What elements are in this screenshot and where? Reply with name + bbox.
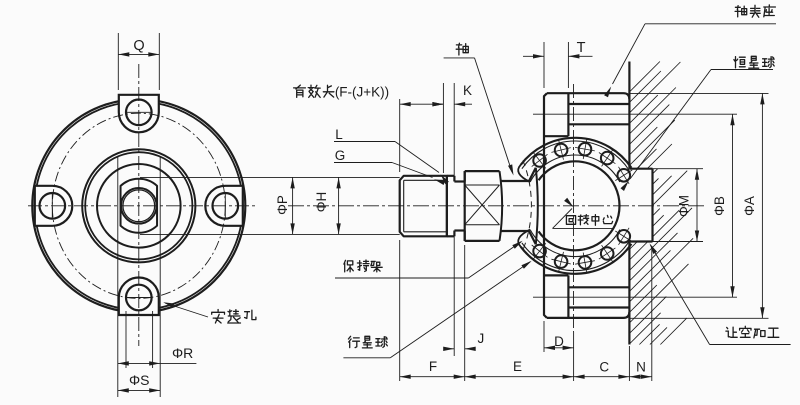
svg-text:ΦS: ΦS: [129, 372, 150, 388]
svg-text:ΦR: ΦR: [172, 345, 193, 361]
svg-text:L: L: [335, 127, 343, 142]
svg-text:E: E: [513, 359, 522, 374]
svg-text:C: C: [599, 360, 609, 375]
svg-text:ΦA: ΦA: [742, 196, 757, 216]
svg-text:ΦM: ΦM: [677, 195, 692, 217]
svg-text:T: T: [577, 40, 586, 56]
svg-text:D: D: [554, 334, 564, 349]
svg-text:ΦB: ΦB: [712, 196, 727, 216]
svg-text:ΦH: ΦH: [314, 192, 329, 213]
svg-text:G: G: [335, 148, 346, 163]
svg-text:N: N: [636, 360, 646, 375]
svg-text:Q: Q: [133, 38, 144, 54]
svg-text:J: J: [478, 331, 485, 346]
svg-text:F: F: [429, 359, 437, 374]
svg-text:ΦP: ΦP: [275, 195, 290, 215]
svg-text:(F-(J+K)): (F-(J+K)): [335, 85, 389, 100]
svg-text:K: K: [463, 83, 472, 98]
